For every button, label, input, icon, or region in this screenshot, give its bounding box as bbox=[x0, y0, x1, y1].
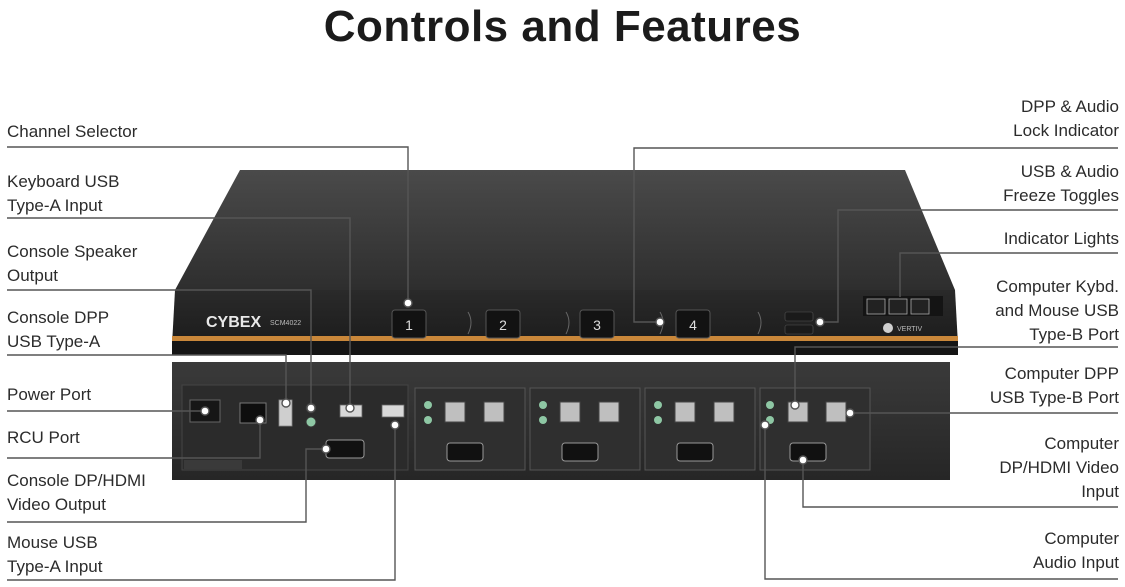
orange-accent-strip bbox=[172, 336, 958, 341]
label-console-speaker: Console Speaker Output bbox=[7, 242, 138, 285]
svg-text:2: 2 bbox=[499, 317, 507, 333]
label-power-port: Power Port bbox=[7, 385, 92, 404]
label-computer-audio: Computer Audio Input bbox=[1032, 529, 1119, 572]
leader-endpoints bbox=[200, 298, 855, 465]
page-title: Controls and Features bbox=[323, 2, 802, 51]
channel-button-1[interactable]: 1 bbox=[391, 309, 427, 339]
label-rcu-port: RCU Port bbox=[7, 428, 80, 447]
vertiv-label: VERTIV bbox=[897, 326, 922, 333]
label-console-video: Console DP/HDMI Video Output bbox=[7, 471, 146, 514]
channel-button-3[interactable]: 3 bbox=[579, 309, 615, 339]
computer-module-2 bbox=[644, 387, 756, 471]
leader-lines bbox=[7, 146, 1118, 581]
rear-unit bbox=[172, 362, 950, 480]
indicator-lights-panel bbox=[863, 296, 943, 316]
label-keyboard-usb: Keyboard USB Type-A Input bbox=[7, 172, 120, 215]
label-indicator-lights: Indicator Lights bbox=[1003, 229, 1119, 248]
computer-module-1 bbox=[759, 387, 871, 471]
freeze-toggle-icons[interactable] bbox=[784, 311, 814, 335]
label-channel-selector: Channel Selector bbox=[7, 122, 138, 141]
vertiv-logo-icon bbox=[883, 323, 893, 333]
mouse-usb-port[interactable] bbox=[381, 404, 405, 418]
cybex-logo: CYBEX bbox=[206, 314, 261, 331]
label-mouse-usb: Mouse USB Type-A Input bbox=[7, 533, 103, 576]
svg-text:1: 1 bbox=[405, 317, 413, 333]
svg-text:3: 3 bbox=[593, 317, 601, 333]
label-console-dpp: Console DPP USB Type-A bbox=[7, 308, 110, 351]
label-usb-audio-freeze: USB & Audio Freeze Toggles bbox=[1003, 162, 1119, 205]
computer-module-3 bbox=[529, 387, 641, 471]
channel-button-4[interactable]: 4 bbox=[675, 309, 711, 339]
front-unit: CYBEX SCM4022 1 2 3 4 bbox=[172, 170, 958, 355]
computer-module-4 bbox=[414, 387, 526, 471]
channel-button-2[interactable]: 2 bbox=[485, 309, 521, 339]
label-dpp-audio-lock: DPP & Audio Lock Indicator bbox=[1013, 97, 1119, 140]
label-computer-kybd-mouse: Computer Kybd. and Mouse USB Type-B Port bbox=[995, 277, 1119, 344]
svg-text:4: 4 bbox=[689, 317, 697, 333]
model-number: SCM4022 bbox=[270, 320, 301, 327]
label-computer-video: Computer DP/HDMI Video Input bbox=[999, 434, 1119, 501]
console-video-port[interactable] bbox=[325, 439, 365, 459]
label-computer-dpp: Computer DPP USB Type-B Port bbox=[989, 364, 1119, 407]
